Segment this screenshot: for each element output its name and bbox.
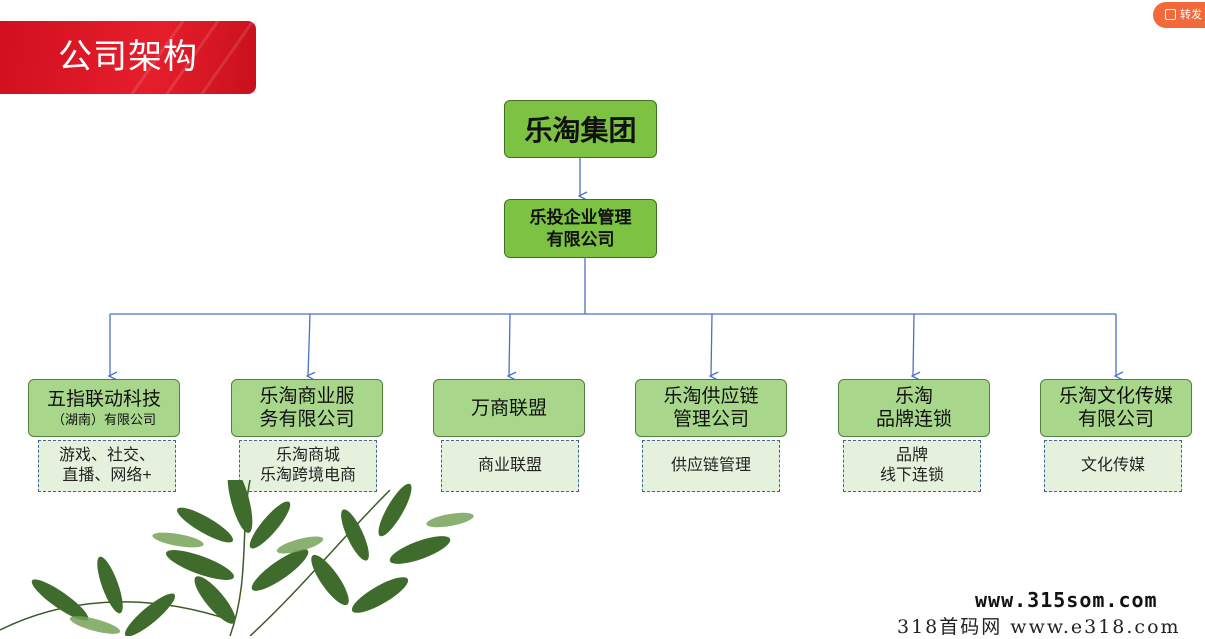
subsidiary-desc-line1: 品牌 bbox=[895, 447, 928, 464]
subsidiary-desc: 文化传媒 bbox=[1044, 440, 1182, 492]
subsidiary-line2: 品牌连锁 bbox=[875, 409, 952, 430]
subsidiary-line1: 乐淘供应链 bbox=[663, 386, 759, 407]
watermark-line2: 318首码网 www.e318.com bbox=[897, 616, 1181, 638]
subsidiary-desc-line1: 商业联盟 bbox=[477, 457, 542, 474]
holding-node-line2: 有限公司 bbox=[546, 229, 615, 249]
subsidiary-desc: 品牌 线下连锁 bbox=[843, 440, 981, 492]
subsidiary-node: 五指联动科技 （湖南）有限公司 bbox=[28, 379, 180, 437]
subsidiary-node: 乐淘 品牌连锁 bbox=[838, 379, 990, 437]
subsidiary-line2: 管理公司 bbox=[672, 409, 749, 430]
root-node: 乐淘集团 bbox=[504, 100, 657, 158]
holding-node: 乐投企业管理 有限公司 bbox=[504, 199, 657, 258]
title-banner: 公司架构 bbox=[0, 21, 256, 94]
connector-branch-4 bbox=[711, 313, 712, 376]
subsidiary-node: 万商联盟 bbox=[433, 379, 585, 437]
root-node-label: 乐淘集团 bbox=[524, 115, 637, 146]
share-button-label: 转发 bbox=[1180, 9, 1202, 21]
subsidiary-desc: 商业联盟 bbox=[441, 440, 579, 492]
connector-branch-5 bbox=[913, 313, 914, 376]
subsidiary-node: 乐淘供应链 管理公司 bbox=[635, 379, 787, 437]
subsidiary-line1: 乐淘 bbox=[894, 386, 933, 407]
subsidiary-desc-line1: 文化传媒 bbox=[1080, 457, 1145, 474]
holding-node-line1: 乐投企业管理 bbox=[529, 207, 632, 227]
subsidiary-line1: 乐淘商业服 bbox=[259, 386, 355, 407]
share-button[interactable]: 转发 bbox=[1153, 2, 1205, 28]
subsidiary-desc-line1: 乐淘商城 bbox=[275, 447, 340, 464]
subsidiary-line2: （湖南）有限公司 bbox=[51, 412, 156, 427]
subsidiary-line2: 务有限公司 bbox=[259, 409, 355, 430]
subsidiary-line1: 乐淘文化传媒 bbox=[1058, 386, 1173, 407]
subsidiary-desc: 乐淘商城 乐淘跨境电商 bbox=[239, 440, 377, 492]
subsidiary-node: 乐淘商业服 务有限公司 bbox=[231, 379, 383, 437]
subsidiary-desc: 游戏、社交、 直播、网络+ bbox=[38, 440, 176, 492]
subsidiary-node: 乐淘文化传媒 有限公司 bbox=[1040, 379, 1192, 437]
decorative-leaves bbox=[0, 480, 474, 636]
subsidiary-desc-line1: 供应链管理 bbox=[670, 457, 751, 474]
share-icon bbox=[1165, 9, 1176, 20]
subsidiary-line2: 有限公司 bbox=[1077, 409, 1154, 430]
subsidiary-desc-line2: 乐淘跨境电商 bbox=[259, 467, 356, 484]
subsidiary-desc-line2: 线下连锁 bbox=[879, 467, 944, 484]
connector-branch-3 bbox=[509, 313, 510, 376]
connector-branch-2 bbox=[308, 313, 310, 376]
subsidiary-desc: 供应链管理 bbox=[642, 440, 780, 492]
subsidiary-line1: 五指联动科技 bbox=[46, 389, 161, 410]
subsidiary-desc-line2: 直播、网络+ bbox=[62, 467, 152, 484]
subsidiary-desc-line1: 游戏、社交、 bbox=[58, 447, 155, 464]
page-title: 公司架构 bbox=[58, 38, 198, 76]
subsidiary-line1: 万商联盟 bbox=[470, 397, 547, 419]
watermark-line1: www.315som.com bbox=[975, 588, 1158, 612]
